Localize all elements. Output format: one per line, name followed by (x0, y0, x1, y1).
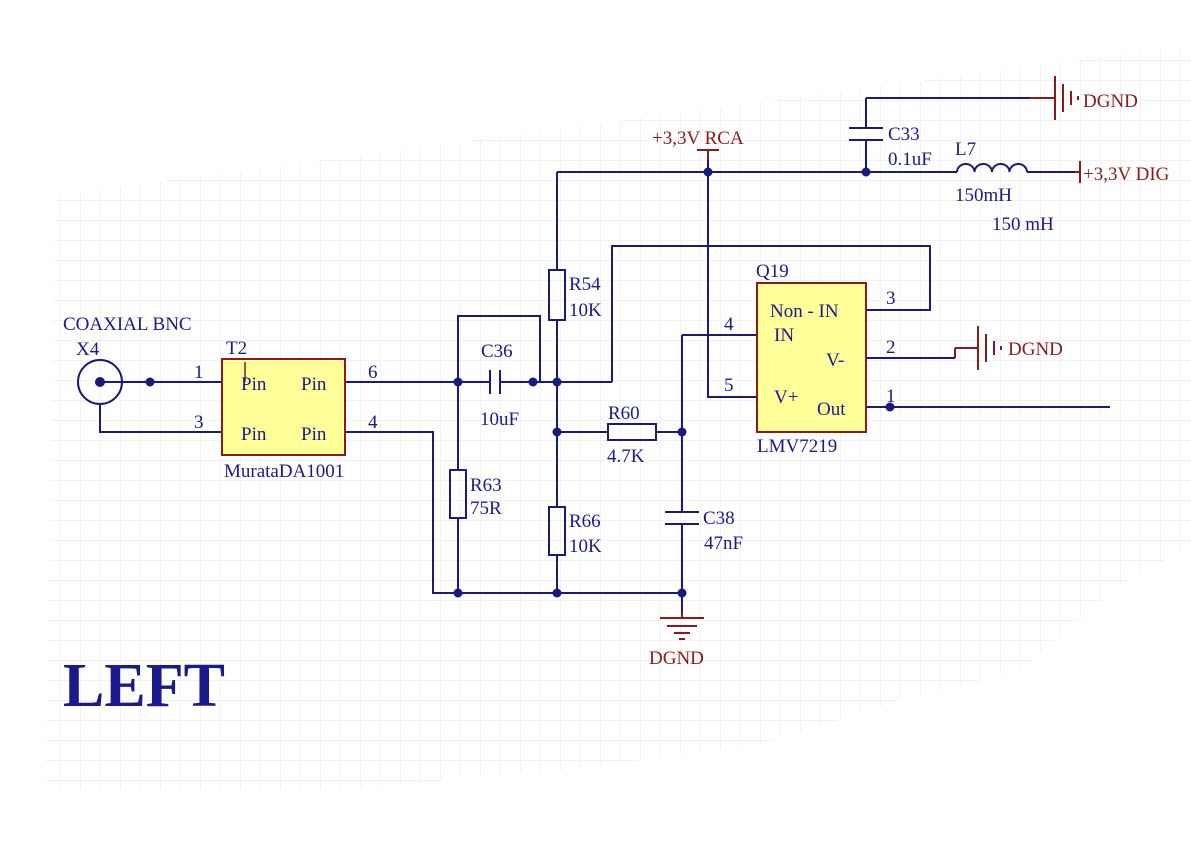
capacitor-c38[interactable]: C38 47nF (665, 508, 743, 554)
dgnd-top-label: DGND (1083, 91, 1138, 112)
l7-comment-label: 150 mH (992, 214, 1054, 235)
r63-value-label: 75R (470, 498, 502, 519)
l7-value-label: 150mH (955, 185, 1012, 206)
bnc-type-label: COAXIAL BNC (63, 314, 192, 335)
t2-pin-label-6: Pin (301, 374, 327, 395)
bnc-pin1-number: 1 (194, 362, 204, 383)
c38-value-label: 47nF (704, 533, 743, 554)
capacitor-c36[interactable]: C36 10uF (480, 341, 519, 430)
r54-value-label: 10K (569, 300, 602, 321)
r63-ref-label: R63 (470, 475, 502, 496)
r66-ref-label: R66 (569, 511, 601, 532)
t2-pin-label-1: Pin (241, 374, 267, 395)
power-port-dig[interactable]: +3,3V DIG (1075, 161, 1170, 185)
t2-pin-label-4: Pin (301, 424, 327, 445)
q19-pin-vminus-label: V- (826, 350, 844, 371)
q19-pin4-number: 4 (724, 314, 734, 335)
junctions (145, 167, 895, 598)
dgnd-port-mid[interactable]: DGND (954, 326, 1063, 370)
q19-pin-in-label: IN (774, 325, 794, 346)
t2-part-label: MurataDA1001 (224, 461, 344, 482)
q19-part-label: LMV7219 (757, 436, 837, 457)
t2-pin6-number: 6 (368, 362, 378, 383)
sheet-grid (45, 45, 1191, 790)
q19-pin-noninv-label: Non - IN (770, 301, 839, 322)
dig-power-label: +3,3V DIG (1083, 164, 1170, 185)
rca-power-label: +3,3V RCA (652, 128, 744, 149)
c33-ref-label: C33 (888, 124, 920, 145)
dgnd-mid-label: DGND (1008, 339, 1063, 360)
dgnd-bottom-label: DGND (649, 648, 704, 669)
t2-pin4-number: 4 (368, 412, 378, 433)
q19-pin-vplus-label: V+ (774, 387, 798, 408)
c36-value-label: 10uF (480, 409, 519, 430)
dgnd-port-bottom[interactable]: DGND (649, 612, 704, 669)
resistor-r63[interactable]: R63 75R (449, 469, 502, 519)
bnc-ref-label: X4 (76, 339, 100, 360)
resistor-r66[interactable]: R66 10K (548, 506, 602, 557)
q19-pin1-number: 1 (886, 386, 896, 407)
r66-value-label: 10K (569, 536, 602, 557)
q19-pin2-number: 2 (886, 337, 896, 358)
q19-pin3-number: 3 (886, 288, 896, 309)
capacitor-c33[interactable]: C33 0.1uF (849, 124, 932, 170)
c36-ref-label: C36 (481, 341, 513, 362)
wires (99, 97, 1110, 618)
resistor-r60[interactable]: R60 4.7K (607, 403, 657, 467)
q19-pin-out-label: Out (817, 399, 846, 420)
comparator-q19[interactable]: Q19 Non - IN IN V- V+ Out 3 4 2 5 1 LMV7… (724, 261, 896, 457)
bnc-pin3-number: 3 (194, 412, 204, 433)
l7-ref-label: L7 (955, 139, 976, 160)
channel-label: LEFT (63, 652, 225, 720)
inductor-l7[interactable]: L7 150mH 150 mH (955, 139, 1054, 235)
bnc-connector-x4[interactable]: COAXIAL BNC X4 1 3 (63, 314, 204, 433)
r60-value-label: 4.7K (607, 446, 645, 467)
resistor-r54[interactable]: R54 10K (548, 269, 602, 321)
t2-pin-label-3: Pin (241, 424, 267, 445)
power-port-rca[interactable]: +3,3V RCA (652, 128, 744, 160)
r54-ref-label: R54 (569, 274, 601, 295)
dgnd-port-top[interactable]: DGND (1030, 76, 1138, 120)
t2-ref-label: T2 (226, 338, 247, 359)
c38-ref-label: C38 (703, 508, 735, 529)
r60-ref-label: R60 (608, 403, 640, 424)
q19-pin5-number: 5 (724, 375, 734, 396)
q19-ref-label: Q19 (756, 261, 789, 282)
c33-value-label: 0.1uF (888, 149, 932, 170)
transformer-t2[interactable]: T2 Pin Pin Pin Pin 6 4 MurataDA1001 (221, 338, 378, 482)
